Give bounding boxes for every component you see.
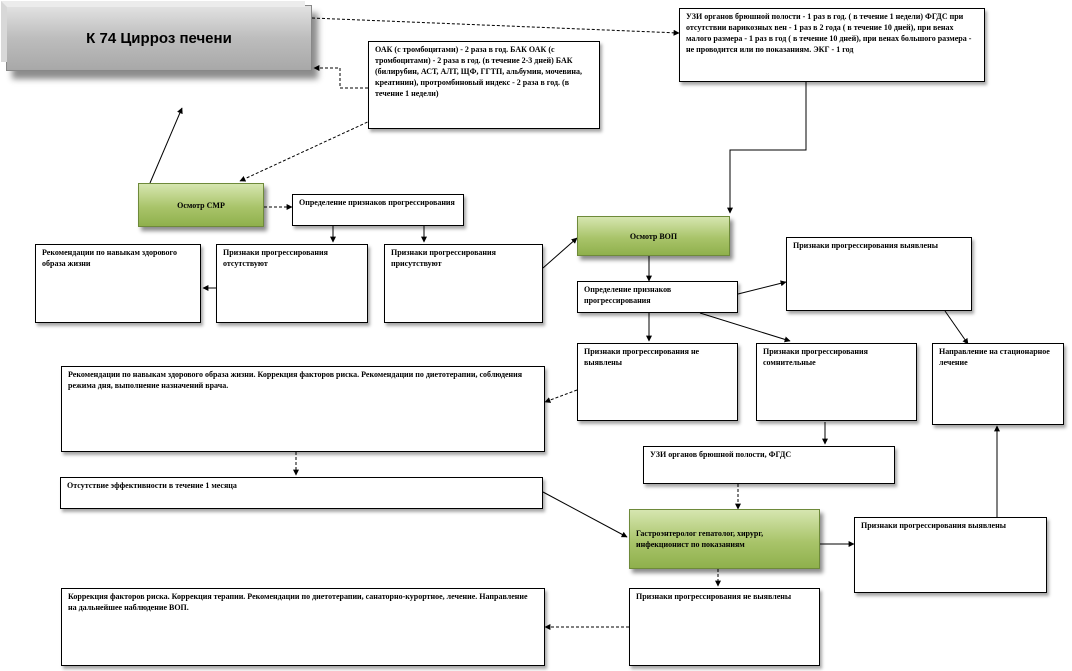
rek-zozh-box: Рекомендации по навыкам здорового образа… xyxy=(35,244,201,323)
arrow-prisut-vop xyxy=(542,237,578,269)
prizn-prisut-box: Признаки прогрессирования присутствуют xyxy=(384,244,543,323)
oak-box: ОАК (с тромбоцитами) - 2 раза в год. БАК… xyxy=(368,41,600,129)
ne-vyyavleny-box: Признаки прогрессирования не выявлены xyxy=(577,343,738,421)
somnitelnye-box: Признаки прогрессирования сомнительные xyxy=(756,343,917,421)
arrow-opr-vyyav xyxy=(737,280,787,295)
arrow-opr-somn xyxy=(699,312,791,343)
opr-smr-box: Определение признаков прогрессирования xyxy=(292,194,464,226)
prizn-otsut-box: Признаки прогрессирования отсутствуют xyxy=(216,244,368,323)
arrow-uzi-vop xyxy=(727,82,807,214)
specialists-node: Гастроэнтеролог гепатолог, хирург, инфек… xyxy=(629,509,820,569)
korrekciya-box: Коррекция факторов риска. Коррекция тера… xyxy=(61,588,545,666)
ne-vyyavleny-bottom-box: Признаки прогрессирования не выявлены xyxy=(629,588,820,666)
vyyavleny-top-box: Признаки прогрессирования выявлены xyxy=(786,237,972,311)
uzi-fgds-box: УЗИ органов брюшной полости, ФГДС xyxy=(643,446,895,484)
arrow-oak-smr xyxy=(239,119,373,182)
arrow-title-uzi xyxy=(311,17,680,36)
osmotr-smr-node: Осмотр СМР xyxy=(138,183,264,227)
arrow-ne-rek xyxy=(544,389,578,403)
uzi-top-box: УЗИ органов брюшной полости - 1 раз в го… xyxy=(679,8,985,82)
osmotr-vop-node: Осмотр ВОП xyxy=(577,216,730,256)
arrow-smr-title xyxy=(149,107,183,184)
otsut-eff-box: Отсутствие эффективности в течение 1 мес… xyxy=(60,477,543,509)
napravlenie-box: Направление на стационарное лечение xyxy=(932,343,1064,425)
opr-vop-box: Определение признаков прогрессирования xyxy=(577,281,738,313)
vyyavleny-bottom-box: Признаки прогрессирования выявлены xyxy=(854,517,1047,593)
arrow-vyyav-napr xyxy=(944,310,969,345)
arrow-otsut-spec xyxy=(542,491,628,538)
arrow-oak-title xyxy=(313,65,368,89)
diagram-title: К 74 Цирроз печени xyxy=(1,1,312,71)
rek-long-box: Рекомендации по навыкам здорового образа… xyxy=(61,366,545,452)
